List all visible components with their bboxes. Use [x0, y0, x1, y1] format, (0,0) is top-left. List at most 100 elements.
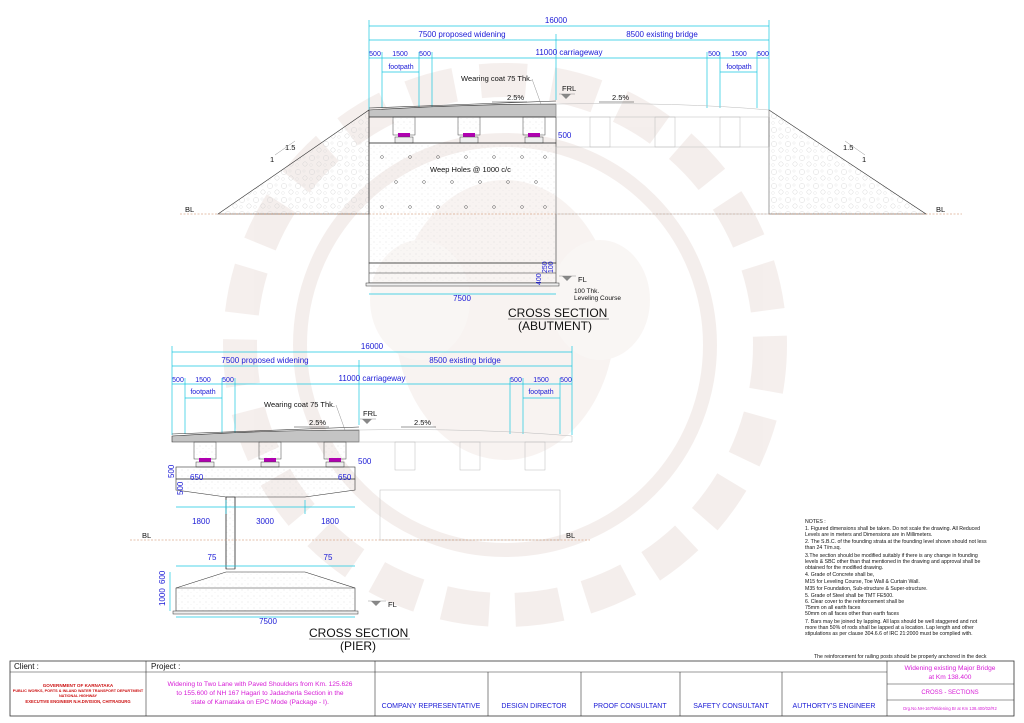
abut-leveling-1: 100 Thk. — [574, 288, 599, 295]
abut-deck-proposed — [368, 103, 557, 118]
notes-line-14: 50mm on all faces other than earth faces — [805, 611, 899, 617]
notes-line-11: 5. Grade of Steel shall be TMT FE500. — [805, 593, 894, 599]
abut-bl-right: BL — [936, 205, 945, 214]
notes-line-7: obtained for the modified drawing. — [805, 565, 883, 571]
abut-dim-side500: 500 — [558, 131, 572, 140]
title-block: Client : GOVERNMENT OF KARNATAKA PUBLIC … — [9, 660, 1015, 717]
abut-dim-500-a: 500 — [369, 51, 381, 58]
abut-dim-500-d: 500 — [757, 51, 769, 58]
pier-dim-base: 7500 — [259, 617, 277, 626]
abut-girders — [392, 116, 546, 144]
abutment-dimension-lines — [368, 20, 770, 110]
project-label: Project : — [151, 662, 180, 671]
notes-heading: NOTES : — [805, 519, 826, 525]
abut-dim-1500-a: 1500 — [392, 51, 408, 58]
notes-footer: The reinforcement for railing posts shou… — [814, 654, 987, 660]
abut-bl-left: BL — [185, 205, 194, 214]
pier-title-2: (PIER) — [340, 639, 376, 653]
abut-slope-right: 2.5% — [612, 93, 629, 102]
notes-line-9: M15 for Leveling Course, Toe Wall & Curt… — [805, 579, 920, 585]
notes-line-2: Levels are in meters and Dimensions are … — [805, 532, 932, 538]
abut-fl: FL — [578, 275, 587, 284]
pier-section: 16000 7500 proposed widening 8500 existi… — [130, 342, 590, 653]
project-line-1: Widening to Two Lane with Paved Shoulder… — [168, 681, 353, 688]
drawing-title-1: Widening existing Major Bridge — [905, 665, 996, 672]
notes-line-3: 2. The S.B.C. of the founding strata at … — [805, 539, 987, 545]
abut-embankment-right — [768, 109, 927, 215]
pier-dim-1500-b: 1500 — [533, 377, 549, 384]
pier-dim-500-c: 500 — [510, 377, 522, 384]
abutment-section: 16000 7500 proposed widening 8500 existi… — [180, 16, 962, 333]
pier-cap-650-right: 650 — [338, 473, 352, 482]
pier-dim-1500-a: 1500 — [195, 377, 211, 384]
abut-wearing-coat: Wearing coat 75 Thk. — [461, 74, 532, 83]
notes-line-17: stipulations as per clause 304.6.6 of IR… — [805, 631, 973, 637]
abut-weep-label: Weep Holes @ 1000 c/c — [430, 165, 511, 174]
abut-wall — [368, 142, 557, 264]
pier-title-1: CROSS SECTION — [309, 626, 408, 640]
abut-dim-1500-b: 1500 — [731, 51, 747, 58]
notes-line-10: M35 for Foundation, Sub-structure & Supe… — [805, 586, 928, 592]
client-line-4: EXECUTIVE ENGINEER N.H.DIVISION, CHITRAD… — [25, 699, 130, 704]
notes-line-8: 4. Grade of Concrete shall be, — [805, 572, 874, 578]
notes-line-6: levels & SBC other than that mentioned i… — [805, 559, 980, 565]
client-label: Client : — [14, 662, 39, 671]
sheet-title: CROSS - SECTIONS — [921, 690, 978, 696]
pier-dim-carriageway: 11000 carriageway — [338, 374, 405, 383]
notes-line-5: 3.The section should be modified suitabl… — [805, 553, 978, 559]
abut-dim-500-b: 500 — [419, 51, 431, 58]
project-line-2: to 155.600 of NH 167 Hagari to Jadacherl… — [176, 690, 343, 697]
pier-dim-1800-right: 1800 — [321, 517, 339, 526]
pier-slope-right: 2.5% — [414, 418, 431, 427]
abut-footpath-left: footpath — [388, 64, 413, 71]
abut-dim-total: 16000 — [545, 16, 568, 25]
pier-dim-75-right: 75 — [324, 553, 333, 562]
pier-fl: FL — [388, 600, 397, 609]
notes-line-1: 1. Figured dimensions shall be taken. Do… — [805, 526, 980, 532]
abut-title-2: (ABUTMENT) — [518, 319, 592, 333]
pier-frl-marker — [362, 419, 372, 424]
pier-dim-500-d: 500 — [560, 377, 572, 384]
pier-dim-existing: 8500 existing bridge — [429, 356, 501, 365]
pier-deck-proposed — [171, 429, 360, 443]
abut-slope-left: 2.5% — [507, 93, 524, 102]
pier-dim-v500-a: 500 — [167, 464, 176, 478]
abut-fl-marker — [562, 276, 572, 281]
abut-dim-500-c: 500 — [708, 51, 720, 58]
client-line-2: PUBLIC WORKS, PORTS & INLAND WATER TRANS… — [13, 689, 144, 693]
abut-dim-250: 250 — [542, 261, 549, 273]
pier-dim-1800-left: 1800 — [192, 517, 210, 526]
pier-cap-haunch — [175, 478, 356, 498]
abut-dim-400: 400 — [536, 273, 543, 285]
abut-ratio-1-right: 1 — [862, 155, 866, 164]
abut-frl-marker — [561, 94, 571, 99]
drawing-number: Drg.No.NH-167/Widening Br at Km 138.400/… — [903, 706, 997, 711]
pier-dim-v500-b: 500 — [176, 481, 185, 495]
project-line-3: state of Karnataka on EPC Mode (Package … — [191, 699, 329, 706]
abut-dim-existing: 8500 existing bridge — [626, 30, 698, 39]
pier-dim-total: 16000 — [361, 342, 384, 351]
client-line-1: GOVERNMENT OF KARNATAKA — [43, 683, 114, 688]
role-safety-consultant: SAFETY CONSULTANT — [693, 703, 769, 710]
role-proof-consultant: PROOF CONSULTANT — [593, 703, 667, 710]
pier-wearing-coat: Wearing coat 75 Thk. — [264, 400, 335, 409]
notes-line-12: 6. Clear cover to the reinforcement shal… — [805, 599, 904, 605]
drawing-title-2: at Km 138.400 — [929, 674, 972, 681]
notes-line-13: 75mm on all earth faces — [805, 605, 861, 611]
abut-ratio-15-right: 1.5 — [843, 143, 853, 152]
pier-bl-right: BL — [566, 531, 575, 540]
pier-dimension-lines — [171, 346, 573, 435]
role-design-director: DESIGN DIRECTOR — [501, 703, 566, 710]
role-authority-engineer: AUTHORTY'S ENGINEER — [793, 703, 876, 710]
notes-line-15: 7. Bars may be joined by lapping. All la… — [805, 619, 978, 625]
pier-dim-75-left: 75 — [208, 553, 217, 562]
pier-dim-3000: 3000 — [256, 517, 274, 526]
abut-leveling-2: Leveling Course — [574, 295, 621, 302]
abut-title-1: CROSS SECTION — [508, 306, 607, 320]
abut-existing-bridge — [555, 103, 770, 215]
pier-dim-side500: 500 — [358, 457, 372, 466]
pier-bl-left: BL — [142, 531, 151, 540]
abut-weep-holes — [380, 155, 547, 209]
abut-embankment-left — [217, 109, 370, 215]
